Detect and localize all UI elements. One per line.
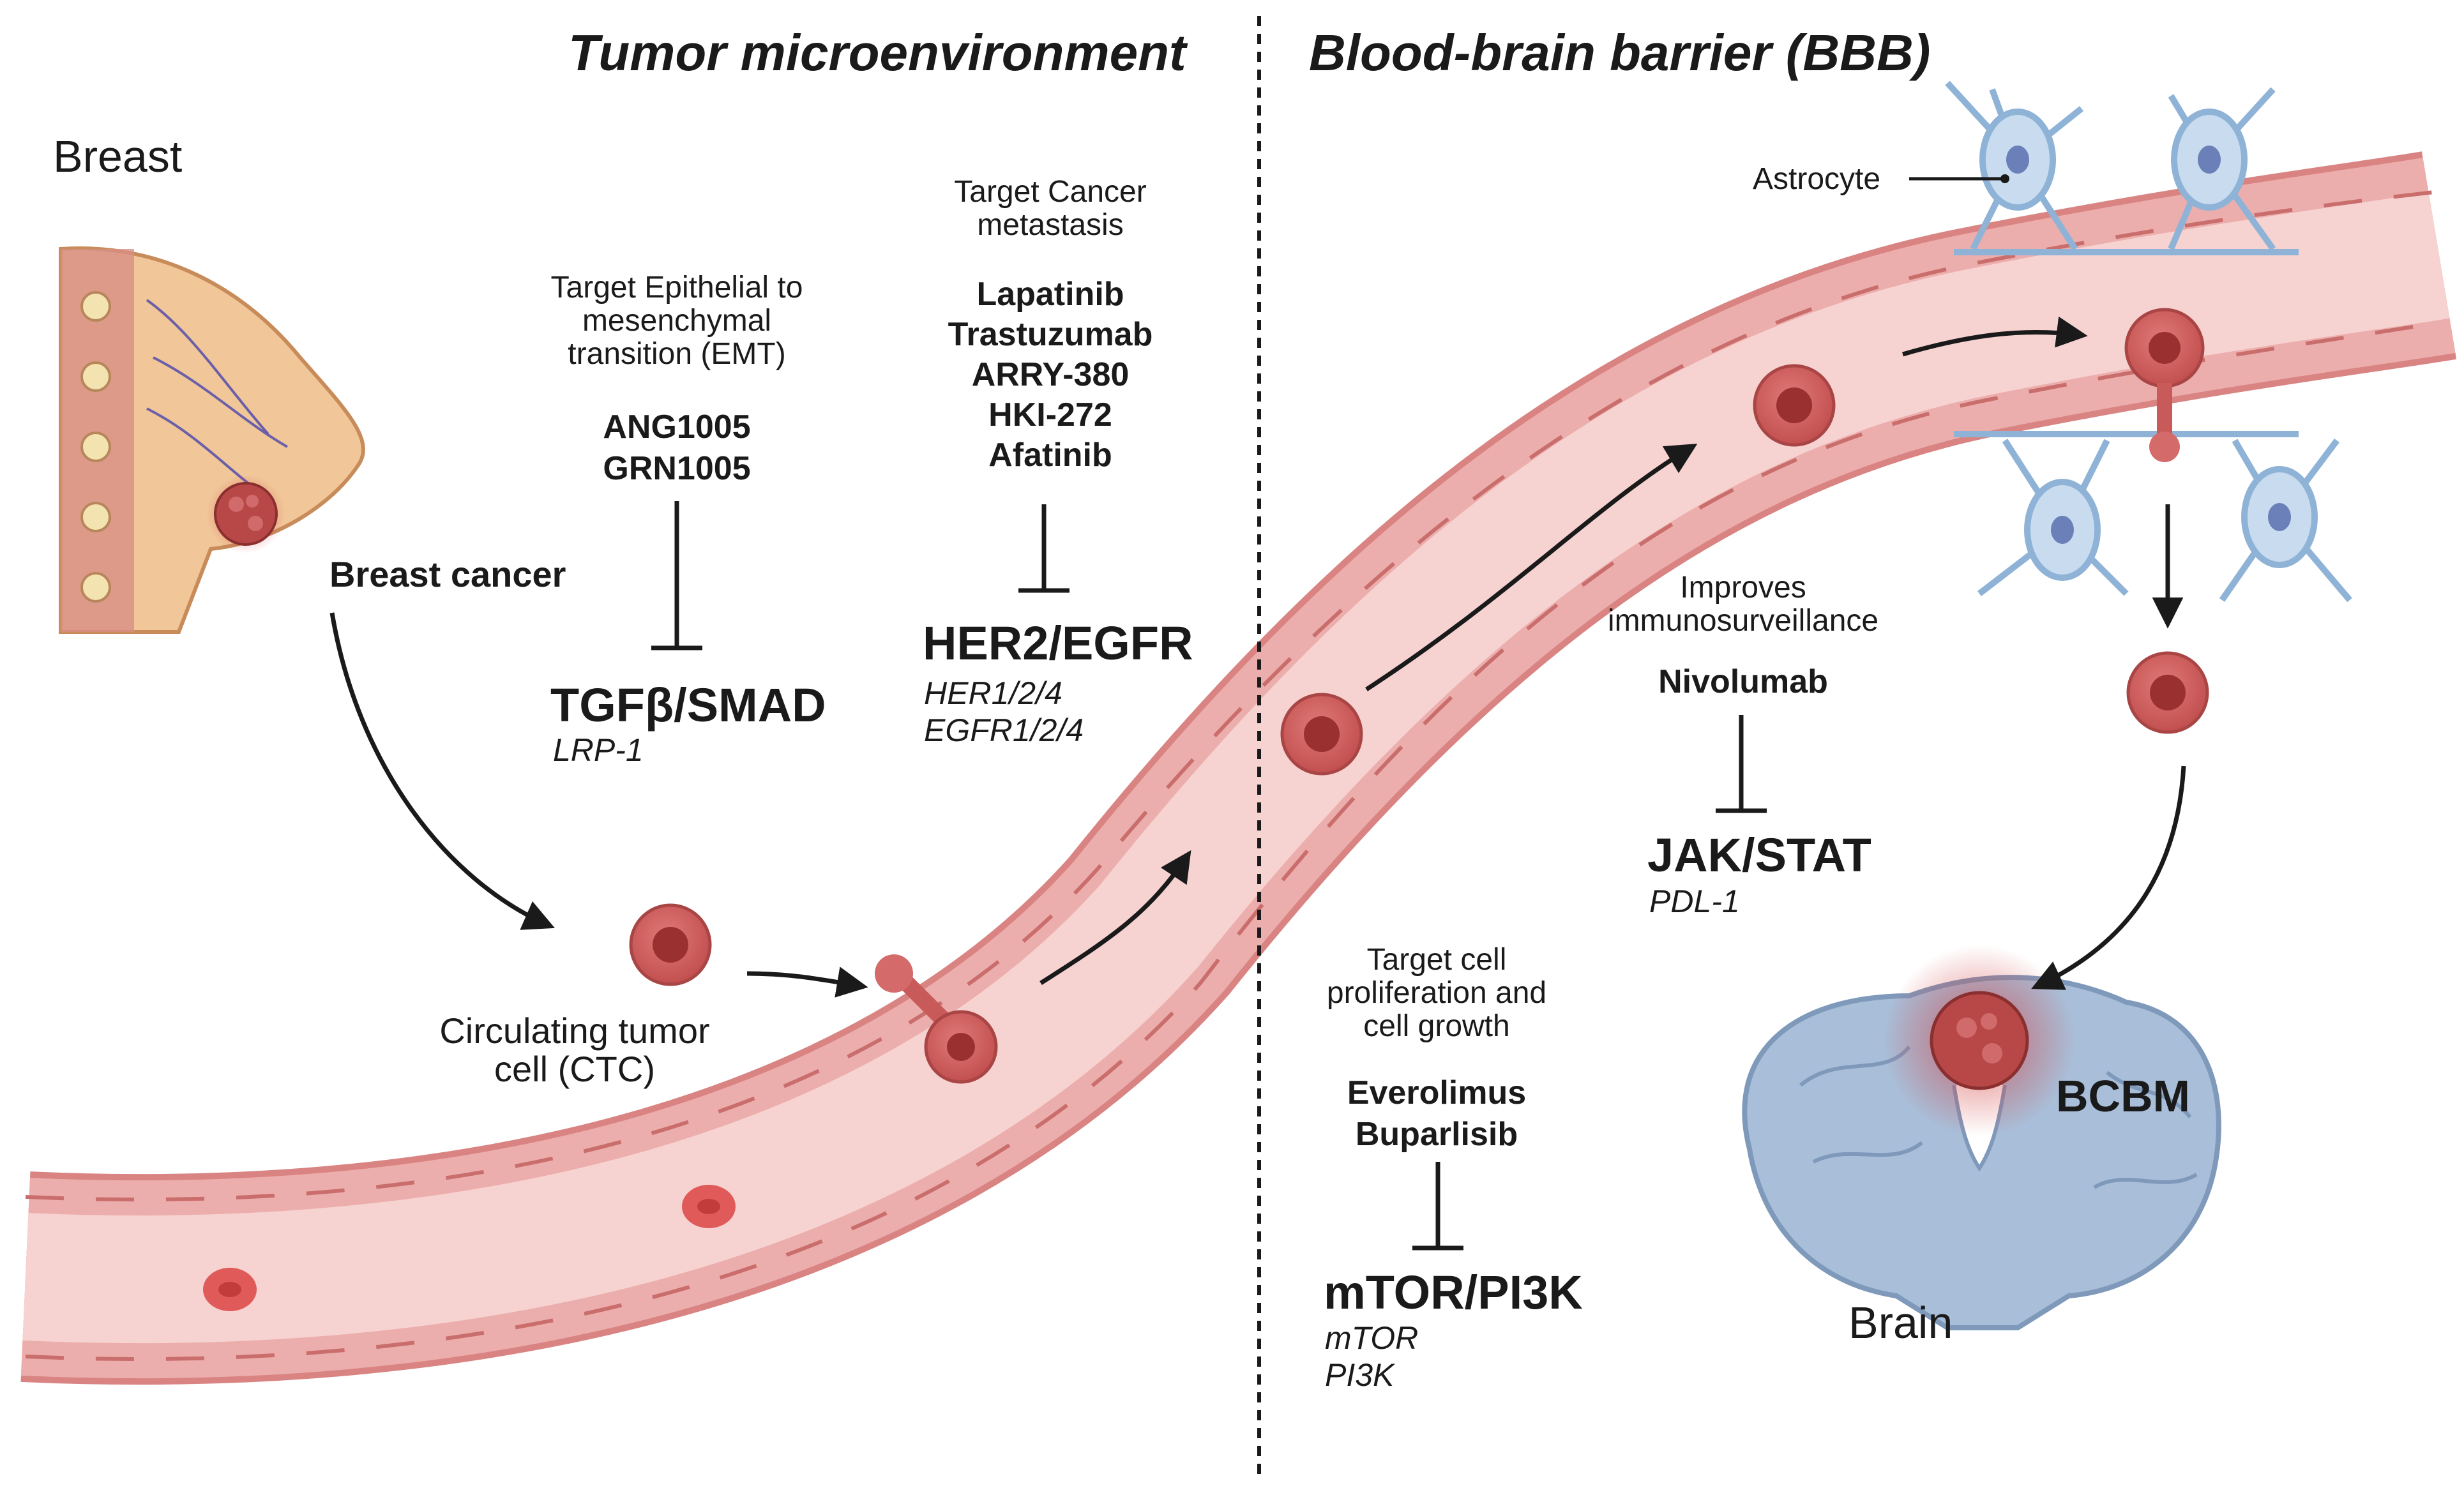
label-breast: Breast — [53, 132, 183, 181]
metastasis-genes: HER1/2/4 EGFR1/2/4 — [924, 675, 1084, 749]
section-title-bbb: Blood-brain barrier (BBB) — [1309, 24, 1931, 81]
metastasis-drug-1: Lapatinib — [976, 276, 1124, 313]
inhibit-jak — [1716, 715, 1767, 813]
intravasating-cell — [875, 954, 998, 1084]
brain-entry-cell — [2126, 651, 2209, 734]
immuno-target-text: Improves immunosurveillance — [1583, 571, 1903, 638]
inhibition-lines — [651, 501, 1767, 1251]
label-brain: Brain — [1848, 1298, 1953, 1348]
emt-target-line-2: mesenchymal — [582, 303, 772, 338]
label-breast-cancer: Breast cancer — [329, 554, 566, 594]
label-astrocyte: Astrocyte — [1753, 162, 1881, 196]
metastasis-target-text: Target Cancer metastasis — [894, 176, 1207, 242]
immuno-gene-1: PDL-1 — [1649, 883, 1740, 919]
proliferation-genes: mTOR PI3K — [1325, 1320, 1418, 1394]
proliferation-pathway: mTOR/PI3K — [1324, 1266, 1583, 1319]
label-ctc-line-1: Circulating tumor — [439, 1011, 710, 1051]
astrocytes-bottom-nuclei — [2051, 503, 2291, 544]
emt-gene-1: LRP-1 — [553, 732, 644, 768]
proliferation-drug-2: Buparlisib — [1355, 1116, 1518, 1153]
astrocytes-top-nuclei — [2006, 146, 2221, 174]
immuno-target-line-2: immunosurveillance — [1607, 603, 1879, 638]
inhibit-mtor — [1412, 1162, 1463, 1251]
inhibit-emt — [651, 501, 702, 650]
metastasis-drug-3: ARRY-380 — [971, 356, 1130, 393]
blood-vessel — [20, 151, 2457, 1385]
proliferation-target-line-3: cell growth — [1363, 1009, 1510, 1043]
inhibit-her2 — [1018, 504, 1069, 593]
proliferation-target-line-1: Target cell — [1366, 943, 1507, 977]
breast-illustration — [59, 246, 365, 634]
section-title-tumor-microenvironment: Tumor microenvironment — [568, 24, 1186, 81]
arrow-vessel-1 — [1039, 850, 1191, 985]
arrow-to-brain — [2031, 765, 2186, 990]
metastasis-target-line-1: Target Cancer — [954, 175, 1147, 209]
arrow-breast-to-ctc — [329, 612, 555, 930]
proliferation-target-text: Target cell proliferation and cell growt… — [1277, 943, 1596, 1042]
emt-pathway: TGFβ/SMAD — [550, 679, 826, 732]
circulating-cell-1 — [1280, 693, 1363, 776]
label-ctc: Circulating tumor cell (CTC) — [409, 1011, 741, 1090]
immuno-pathway: JAK/STAT — [1647, 829, 1871, 882]
arrow-vessel-3 — [1902, 316, 2088, 357]
proliferation-gene-1: mTOR — [1325, 1320, 1419, 1356]
extravasating-cell — [2124, 308, 2205, 462]
proliferation-drug-1: Everolimus — [1347, 1074, 1527, 1111]
ctc-cell — [629, 903, 712, 986]
emt-drug-list: ANG1005 GRN1005 — [549, 407, 805, 490]
metastasis-drug-5: Afatinib — [988, 436, 1112, 474]
metastasis-drug-4: HKI-272 — [988, 396, 1112, 433]
arrow-ctc-to-vessel — [746, 966, 868, 998]
metastasis-gene-1: HER1/2/4 — [924, 675, 1062, 711]
label-bcbm: BCBM — [2056, 1071, 2190, 1121]
proliferation-drug-list: Everolimus Buparlisib — [1309, 1072, 1564, 1155]
emt-target-line-3: transition (EMT) — [568, 336, 786, 371]
metastasis-drug-list: Lapatinib Trastuzumab ARRY-380 HKI-272 A… — [894, 274, 1207, 476]
metastasis-gene-2: EGFR1/2/4 — [924, 712, 1084, 748]
proliferation-target-line-2: proliferation and — [1326, 975, 1547, 1010]
immuno-target-line-1: Improves — [1680, 571, 1806, 605]
metastasis-pathway: HER2/EGFR — [923, 617, 1193, 670]
emt-target-line-1: Target Epithelial to — [550, 271, 803, 304]
brain-illustration — [1742, 945, 2221, 1330]
red-blood-cells — [203, 1185, 736, 1311]
proliferation-gene-2: PI3K — [1325, 1356, 1395, 1393]
circulating-cell-2 — [1753, 364, 1836, 447]
emt-drug-1: ANG1005 — [603, 409, 751, 446]
flow-arrows — [329, 316, 2186, 998]
immuno-drug-1: Nivolumab — [1658, 663, 1828, 700]
arrow-vessel-2 — [1365, 443, 1698, 691]
emt-drug-2: GRN1005 — [603, 450, 751, 487]
metastasis-target-line-2: metastasis — [977, 207, 1124, 242]
emt-target-text: Target Epithelial to mesenchymal transit… — [498, 271, 856, 370]
metastasis-drug-2: Trastuzumab — [948, 315, 1153, 353]
label-ctc-line-2: cell (CTC) — [494, 1049, 655, 1090]
astrocyte-pointer — [1909, 174, 2009, 183]
